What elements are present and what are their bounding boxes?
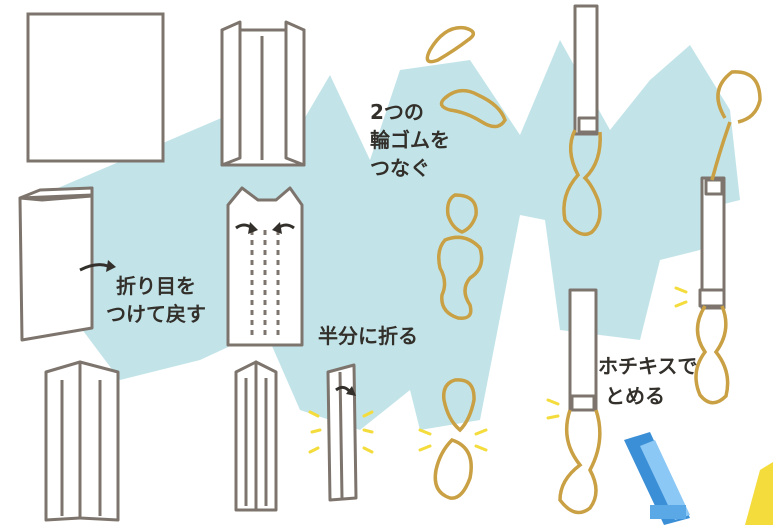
band-loop-bottom xyxy=(560,410,600,513)
tall-strip-left xyxy=(46,362,118,520)
stapler-icon xyxy=(624,432,690,525)
connect-label-line-1: 2つの xyxy=(370,98,424,126)
corner-accent xyxy=(745,462,773,525)
staple-label-line-2: とめる xyxy=(605,382,665,410)
folded-paper-top xyxy=(222,22,304,165)
square-paper xyxy=(28,14,163,161)
crease-label-line-2: つけて戻す xyxy=(106,300,206,328)
half-folded-strip xyxy=(328,365,356,500)
finished-sparkle-icon xyxy=(676,288,686,306)
narrow-strip xyxy=(236,362,276,510)
staple-sparkle-icon xyxy=(548,400,558,418)
connect-label-line-3: つなぐ xyxy=(370,154,430,182)
strip-with-band-top xyxy=(575,6,597,134)
finished-top-loop xyxy=(718,72,760,122)
crease-label-line-1: 折り目を xyxy=(116,272,196,300)
dashed-fold-paper xyxy=(228,188,302,345)
connect-label-line-2: 輪ゴムを xyxy=(370,126,450,154)
fold-half-label: 半分に折る xyxy=(318,322,418,350)
book-fold-paper xyxy=(20,188,92,340)
staple-label-line-1: ホチキスで xyxy=(598,352,697,380)
strip-with-band-bottom xyxy=(570,290,596,410)
finished-strip xyxy=(700,178,724,308)
